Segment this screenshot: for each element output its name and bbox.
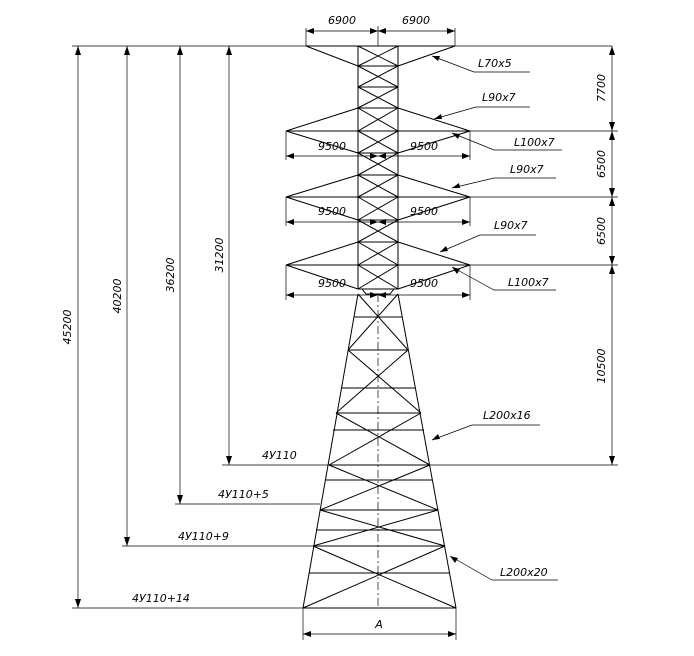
label-l90x7-3: L90x7 <box>494 219 528 232</box>
label-l200x20: L200x20 <box>500 566 548 579</box>
dim-9500-a1: 9500 <box>318 140 346 153</box>
dim-40200: 40200 <box>111 279 124 314</box>
dim-36200: 36200 <box>164 258 177 293</box>
arm-dimensions: 6900 6900 9500 9500 9500 9500 9500 9500 <box>285 14 471 640</box>
member-callouts: L70x5 L90x7 L100x7 L90x7 L90x7 L100x7 L2… <box>431 55 562 581</box>
upper-mast <box>357 45 399 295</box>
label-l90x7-1: L90x7 <box>482 91 516 104</box>
dim-base-a: A <box>374 618 383 631</box>
dim-10500: 10500 <box>595 349 608 384</box>
dim-6900-right: 6900 <box>402 14 430 27</box>
crossarm-2 <box>285 174 471 221</box>
level-4y110: 4У110 <box>262 449 297 462</box>
dim-9500-a2: 9500 <box>410 140 438 153</box>
dim-6500-b: 6500 <box>595 217 608 245</box>
left-height-dimensions: 45200 40200 36200 31200 4У110 4У110+5 4У… <box>61 45 618 609</box>
dim-6500-a: 6500 <box>595 150 608 178</box>
level-4y110-5: 4У110+5 <box>218 488 269 501</box>
dim-9500-c1: 9500 <box>318 277 346 290</box>
label-l90x7-2: L90x7 <box>510 163 544 176</box>
label-l200x16: L200x16 <box>483 409 531 422</box>
dim-7700: 7700 <box>595 74 608 102</box>
lower-body <box>302 293 457 609</box>
label-l70x5: L70x5 <box>478 57 512 70</box>
level-4y110-14: 4У110+14 <box>132 592 190 605</box>
label-l100x7-1: L100x7 <box>514 136 555 149</box>
dim-31200: 31200 <box>213 238 226 273</box>
right-height-dimensions: 7700 6500 6500 10500 <box>470 46 618 465</box>
crossarm-1 <box>285 107 471 154</box>
dim-9500-b2: 9500 <box>410 205 438 218</box>
dim-45200: 45200 <box>61 310 74 345</box>
dim-9500-b1: 9500 <box>318 205 346 218</box>
crossarm-3 <box>285 241 471 290</box>
dim-9500-c2: 9500 <box>410 277 438 290</box>
level-4y110-9: 4У110+9 <box>178 530 229 543</box>
dim-6900-left: 6900 <box>328 14 356 27</box>
label-l100x7-3: L100x7 <box>508 276 549 289</box>
